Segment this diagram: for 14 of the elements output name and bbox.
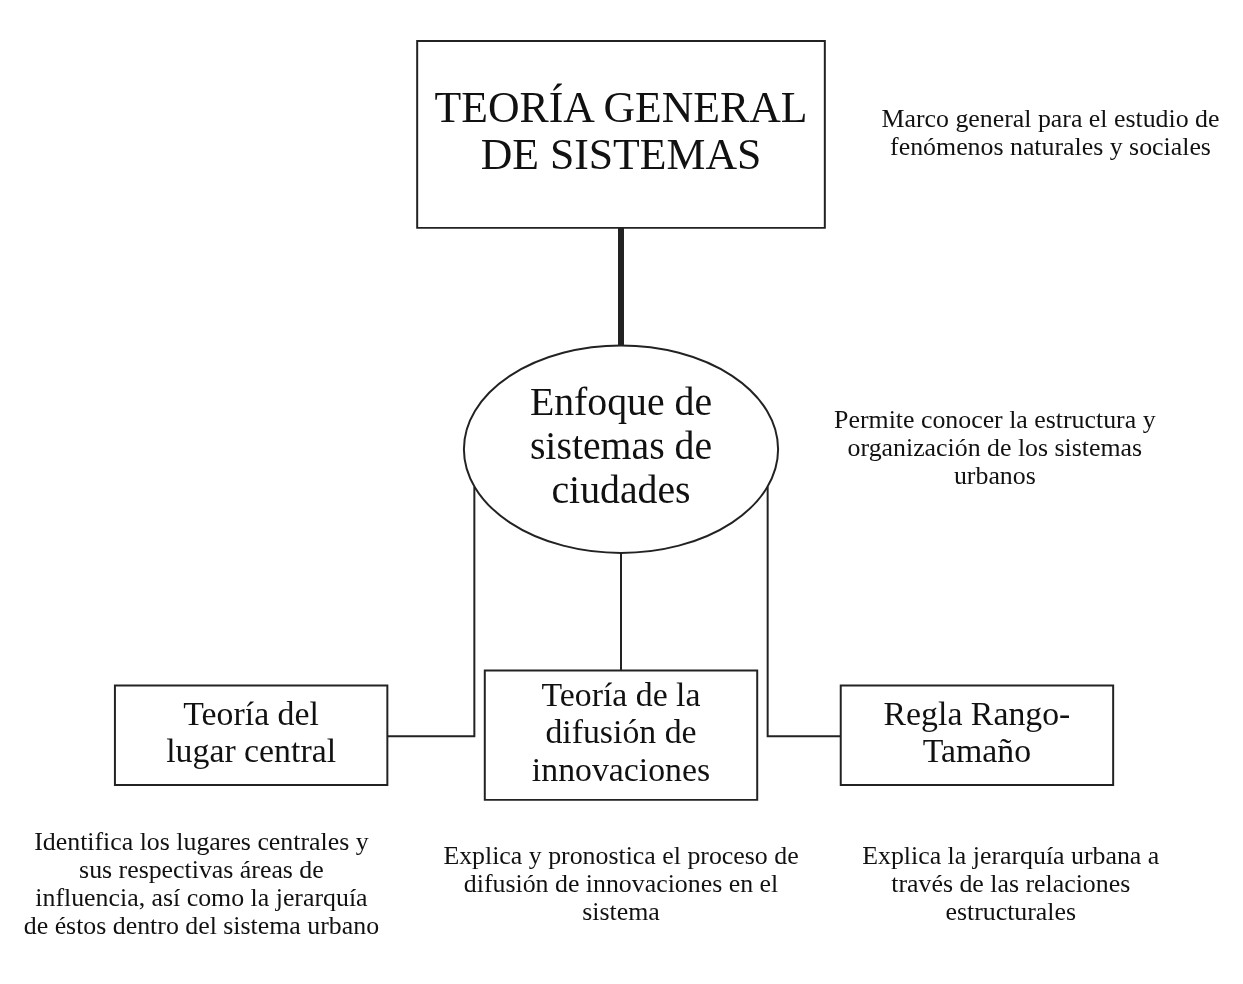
node-label: Permite conocer la estructura y organización de los sistemas urbanos — [834, 405, 1156, 490]
connector — [386, 485, 476, 738]
node-box: TEORÍA GENERAL DE SISTEMAS — [416, 39, 826, 229]
node-ellipse: Enfoque de sistemas de ciudades — [462, 344, 780, 554]
node-label: Identifica los lugares centrales y sus respectivas áreas de influencia, así como la jerarquía de éstos dentro del sistema urbano — [23, 827, 380, 940]
connector — [766, 485, 842, 738]
node-box: Regla Rango-Tamaño — [839, 684, 1115, 786]
node-box: Teoría del lugar central — [113, 684, 389, 786]
node-label: Explica la jerarquía urbana a través de las relaciones estructurales — [862, 841, 1160, 926]
connector — [618, 228, 624, 345]
node-box: Teoría de la difusión de innovaciones — [483, 669, 759, 801]
connector — [620, 552, 622, 671]
node-label: Marco general para el estudio de fenómenos naturales y sociales — [881, 104, 1220, 162]
node-label: Explica y pronostica el proceso de difusión de innovaciones en el sistema — [443, 841, 799, 926]
